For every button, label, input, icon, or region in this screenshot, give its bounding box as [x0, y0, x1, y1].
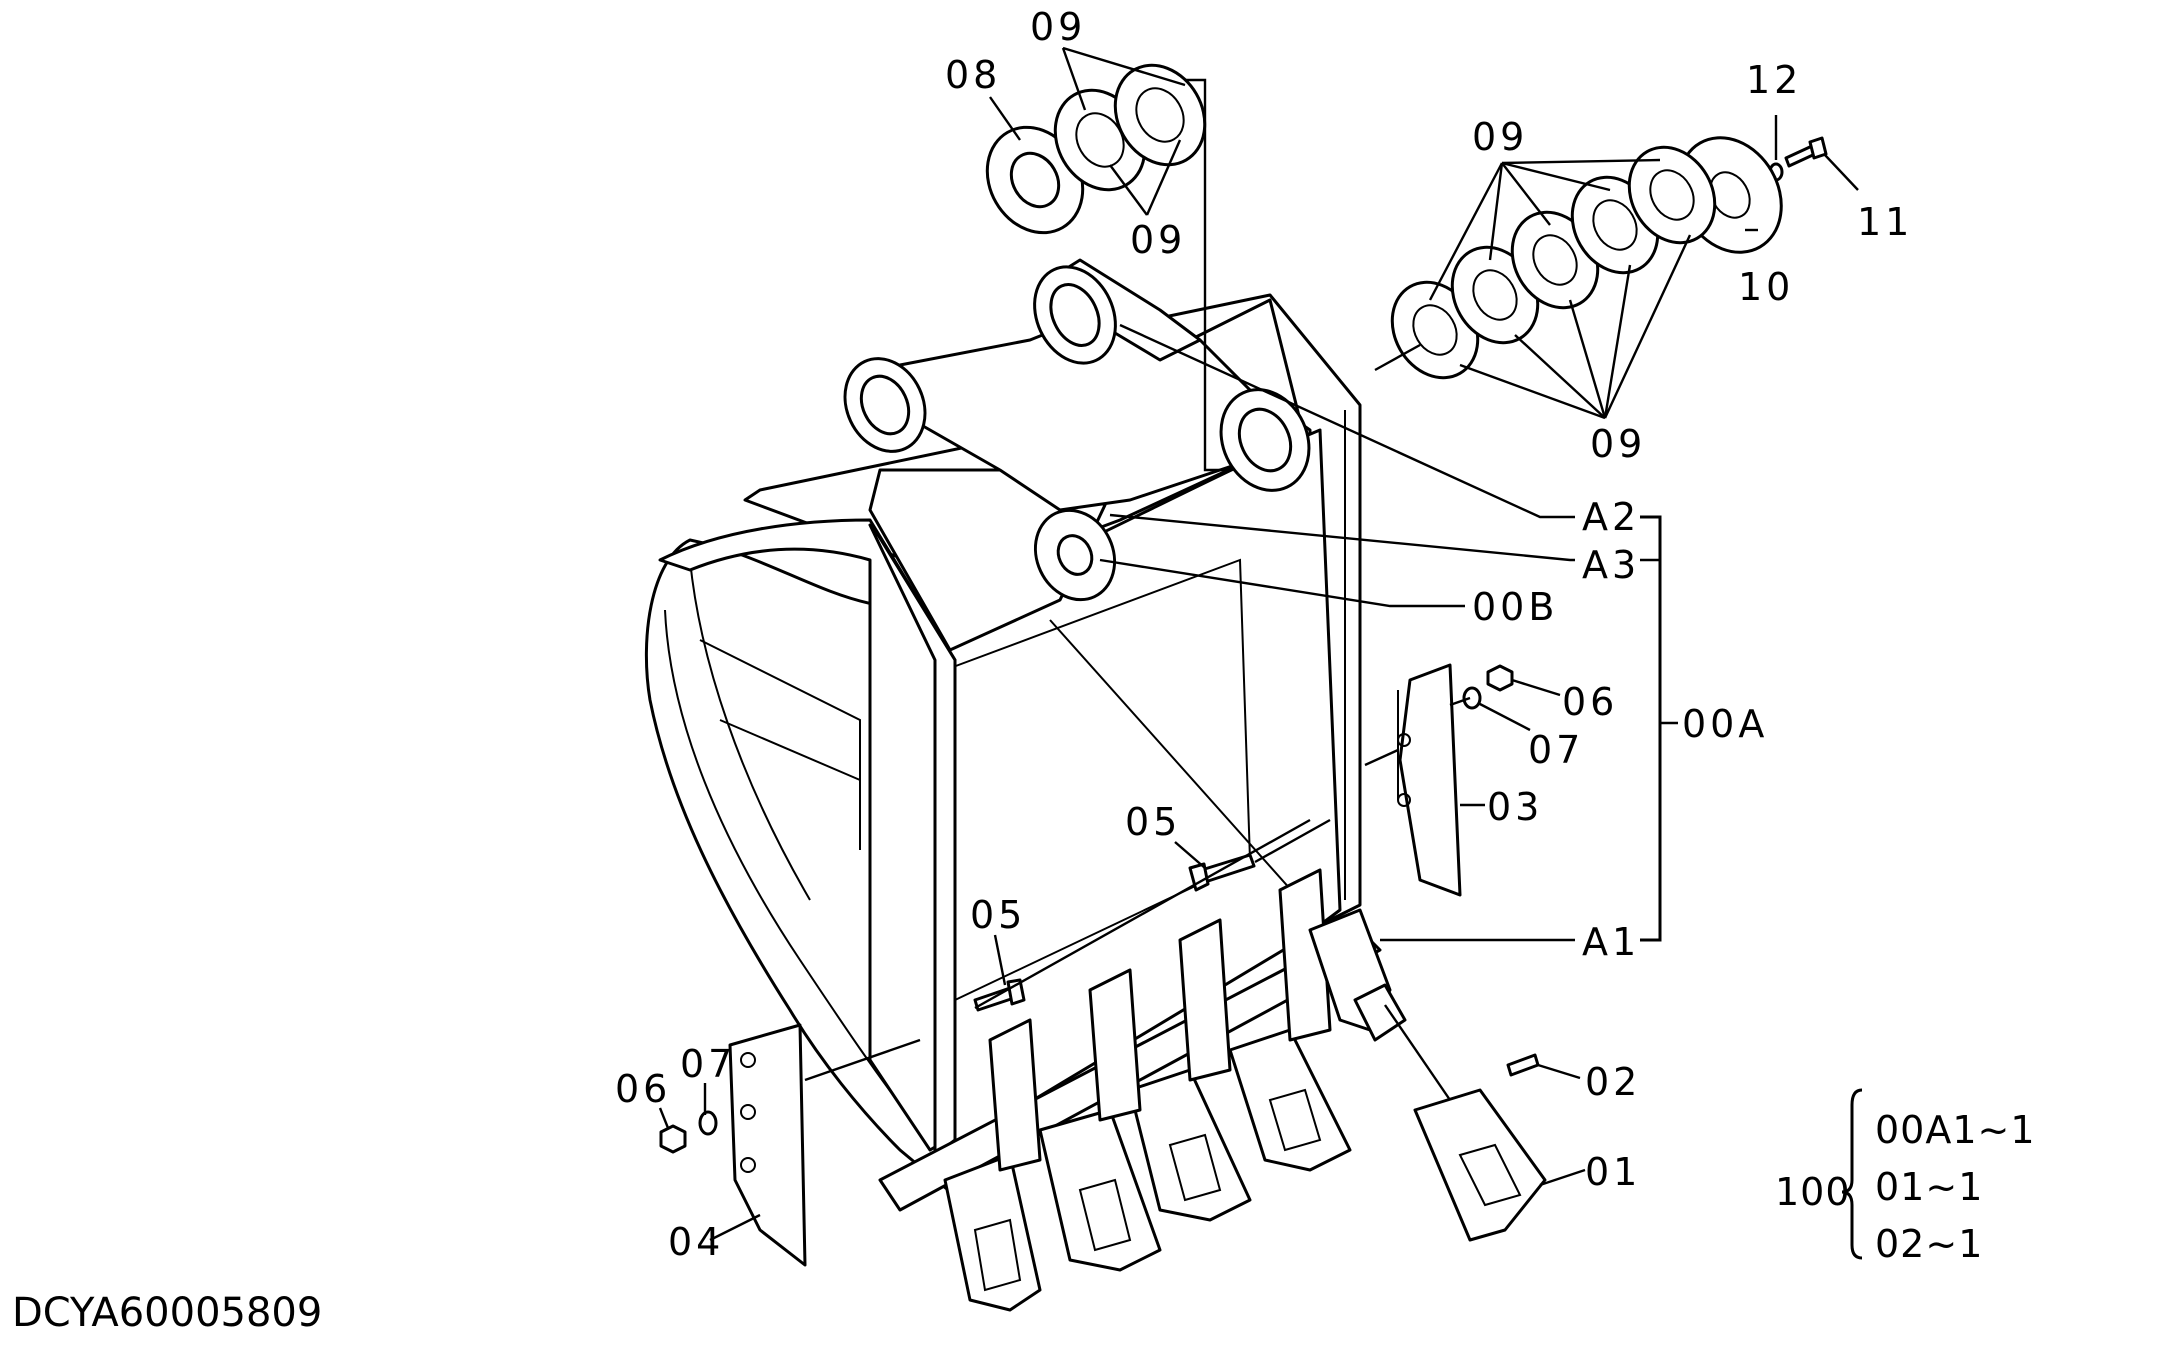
callout-09-bottom: 09 — [1130, 218, 1186, 262]
bucket-assembly — [644, 258, 1362, 1202]
callout-09-right-bottom: 09 — [1590, 422, 1646, 466]
quantity-row-1: 00A1~1 — [1875, 1108, 2036, 1152]
tooth-4 — [1228, 1028, 1352, 1172]
washer-07-right — [1462, 686, 1482, 710]
pin-bosses — [843, 265, 1311, 602]
callout-08: 08 — [945, 53, 1001, 97]
callout-04: 04 — [668, 1220, 724, 1264]
side-cutter-left — [728, 1023, 807, 1267]
callout-a2: A2 — [1582, 495, 1640, 539]
callout-07-left: 07 — [680, 1042, 736, 1086]
quantity-total: 100 — [1775, 1170, 1851, 1214]
pin-02 — [1506, 1053, 1540, 1077]
callout-09-right-top: 09 — [1472, 115, 1528, 159]
tooth-3 — [1128, 1068, 1252, 1222]
callout-05-lower: 05 — [970, 893, 1026, 937]
teeth-row — [878, 868, 1392, 1312]
callout-labels: 09 08 09 09 09 12 11 10 A2 A3 00B 00A 06… — [615, 5, 1913, 1264]
callout-00b: 00B — [1472, 585, 1558, 629]
callout-a1: A1 — [1582, 920, 1640, 964]
callout-00a: 00A — [1682, 702, 1768, 746]
callout-03: 03 — [1487, 785, 1543, 829]
tooth-01 — [1413, 1088, 1547, 1242]
callout-a3: A3 — [1582, 543, 1640, 587]
tooth-1 — [943, 1153, 1042, 1312]
callout-02: 02 — [1585, 1060, 1641, 1104]
drawing-code: DCYA60005809 — [12, 1290, 322, 1336]
callout-05-upper: 05 — [1125, 800, 1181, 844]
side-cutter-right — [1397, 663, 1462, 897]
callout-01: 01 — [1585, 1150, 1641, 1194]
washer-07-left — [698, 1110, 718, 1136]
quantity-row-3: 02~1 — [1875, 1222, 1983, 1266]
callout-06-left: 06 — [615, 1067, 671, 1111]
callout-07-right: 07 — [1528, 728, 1584, 772]
callout-12: 12 — [1746, 58, 1802, 102]
shim-stack-right — [1390, 145, 1717, 380]
shim-stack-left — [1053, 63, 1207, 192]
leader-lines — [658, 46, 1863, 1260]
quantity-table: 100 00A1~1 01~1 02~1 — [1775, 1108, 2036, 1266]
callout-10: 10 — [1738, 265, 1794, 309]
nut-06-right — [1486, 664, 1514, 692]
callout-11: 11 — [1857, 200, 1913, 244]
spare-tooth — [1353, 983, 1547, 1242]
callout-09-top: 09 — [1030, 5, 1086, 49]
quantity-row-2: 01~1 — [1875, 1165, 1983, 1209]
callout-06-right: 06 — [1562, 680, 1618, 724]
nut-06-left — [659, 1124, 687, 1154]
